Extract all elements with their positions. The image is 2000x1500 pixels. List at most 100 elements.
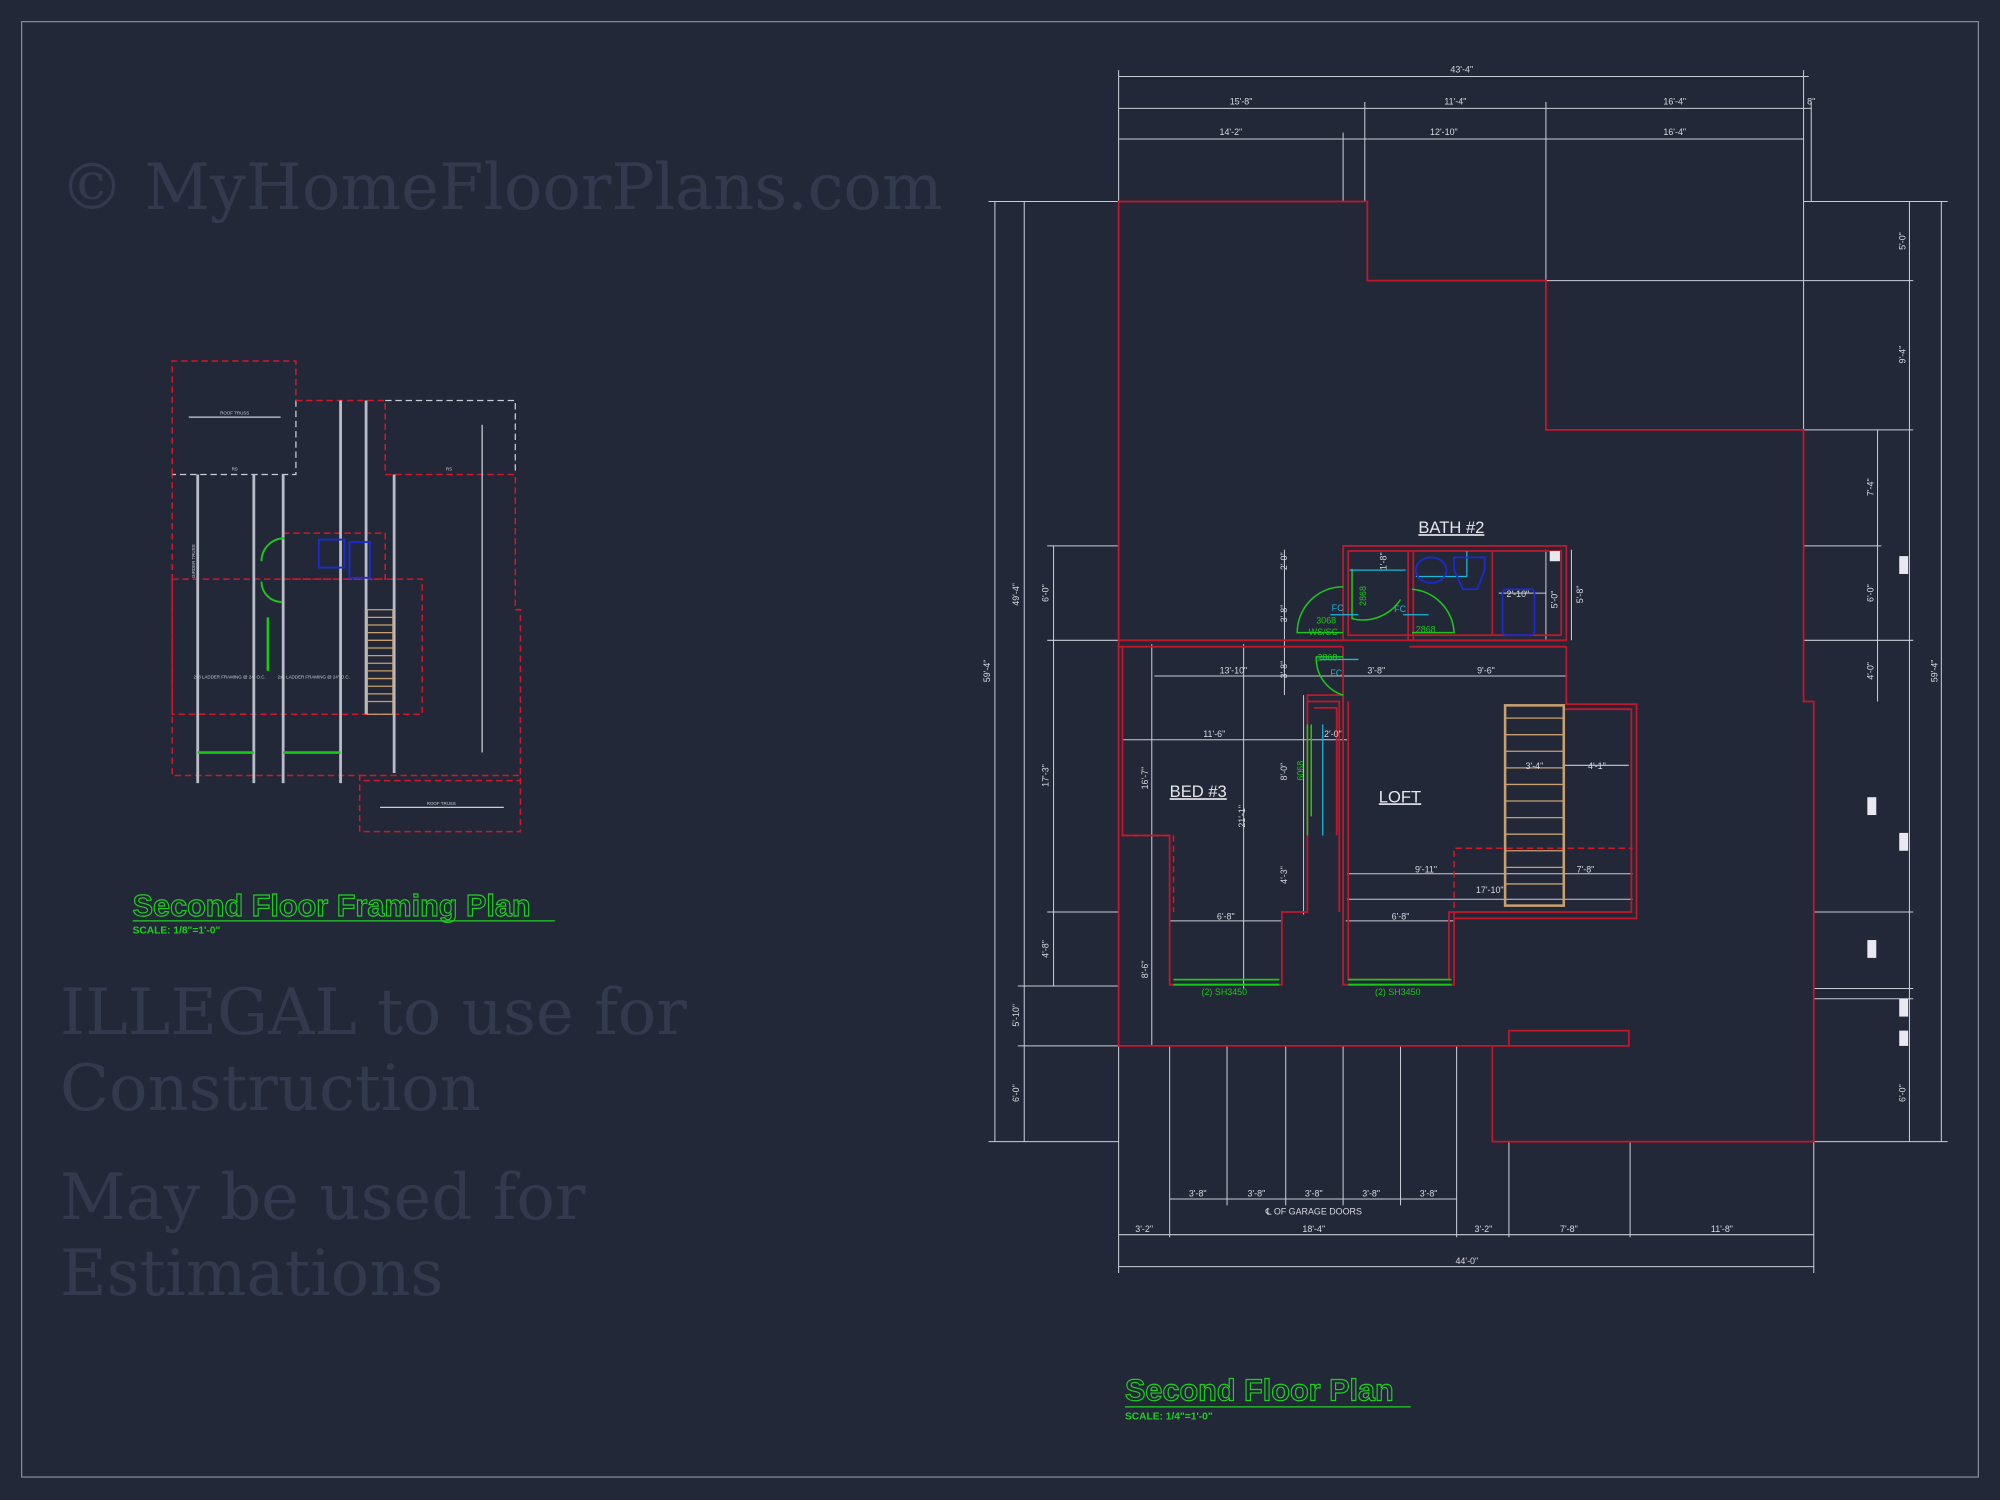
dim-label: 7'-8" (1577, 864, 1595, 874)
dim-label: 49'-4" (1011, 583, 1021, 606)
dim-label: 6'-8" (1217, 912, 1235, 922)
dim-label: 7'-4" (1866, 478, 1876, 496)
dim-label: 5'-10" (1011, 1004, 1021, 1027)
framing-plan-title: Second Floor Framing Plan (133, 889, 531, 923)
dim-label: 14'-2" (1220, 127, 1243, 137)
dim-label: 3'-8" (1189, 1188, 1207, 1198)
dim-label: 3'-8" (1279, 605, 1289, 623)
fc-label: FC (1394, 604, 1406, 614)
dim-label: 3'-8" (1367, 665, 1385, 675)
room-label-bath: BATH #2 (1418, 518, 1484, 537)
dim-label: 11'-6" (1203, 729, 1225, 739)
dim-label: 2'-0" (1279, 552, 1289, 570)
dim-label: 16'-4" (1663, 97, 1686, 107)
dim-label: 1'-8" (1378, 552, 1388, 570)
dim-label: 18'-4" (1302, 1224, 1325, 1234)
framing-roof-truss-label: ROOF TRUSS (220, 411, 249, 416)
dim-label: 6'-0" (1898, 1084, 1908, 1102)
framing-roof-truss-label-2: ROOF TRUSS (427, 801, 456, 806)
garage-doors-note: ℄ OF GARAGE DOORS (1265, 1206, 1362, 1216)
sheet-border (21, 21, 1979, 1478)
framing-ladder-label-2: 2x8 LADDER FRAMING @ 24" O.C. (278, 675, 350, 680)
door-tag: 6068 (1296, 761, 1306, 781)
dims-left: 59'-4" 49'-4" 6'-0" 17'-3" 4'-8" 5'-10" … (982, 583, 1051, 1102)
dim-label: 5'-0" (1549, 591, 1559, 609)
dim-label: 3'-8" (1279, 661, 1289, 679)
door-tag: 2868 (1358, 586, 1368, 606)
dim-label: 17'-10" (1476, 885, 1504, 895)
framing-rs-label-2: RS (446, 467, 452, 472)
dim-label: 12'-10" (1430, 127, 1458, 137)
fc-label: FC (1330, 668, 1342, 678)
dim-label: 43'-4" (1450, 65, 1473, 75)
dimension-lines (988, 70, 1948, 1273)
dim-label: 9'-6" (1477, 665, 1495, 675)
window-tag: (2) SH3450 (1202, 987, 1248, 997)
dim-label: 6'-8" (1392, 912, 1410, 922)
dim-label: 9'-11" (1415, 864, 1437, 874)
dims-top: 43'-4" 15'-8" 11'-4" 16'-4" 8" 14'-2" 12… (1220, 65, 1816, 138)
framing-rs-label: RS (232, 467, 238, 472)
dim-label: 11'-8" (1711, 1224, 1733, 1234)
dim-label: 7'-8" (1560, 1224, 1578, 1234)
window-tag: (2) SH3450 (1375, 987, 1421, 997)
stair (1503, 704, 1566, 907)
dim-label: 6'-0" (1011, 1084, 1021, 1102)
dim-label: 8'-0" (1279, 763, 1289, 781)
dim-label: 9'-4" (1898, 346, 1908, 364)
dims-interior: 2'-0" 3'-8" 3'-8" 1'-8" 2'-10" 5'-0" 5'-… (1140, 552, 1606, 978)
floor-plan-scale: SCALE: 1/4"=1'-0" (1125, 1412, 1213, 1423)
dim-label: 6'-0" (1866, 584, 1876, 602)
dim-label: 16'-7" (1140, 767, 1150, 790)
door-tag: 3068 (1316, 616, 1336, 626)
interior-walls (1118, 545, 1638, 986)
dim-label: 5'-0" (1898, 232, 1908, 250)
fc-label: FC (1332, 603, 1344, 613)
dim-label: 8'-6" (1140, 961, 1150, 979)
framing-stair (366, 609, 394, 715)
dim-label: 11'-4" (1444, 97, 1466, 107)
room-label-loft: LOFT (1379, 787, 1421, 806)
doors (1173, 568, 1455, 986)
floor-plan-title: Second Floor Plan (1125, 1374, 1394, 1408)
dim-label: 21'-1" (1237, 805, 1247, 828)
dim-label: 17'-3" (1040, 764, 1050, 787)
dim-label: 3'-4" (1526, 761, 1544, 771)
dim-label: 4'-0" (1866, 662, 1876, 680)
dim-label: 4'-1" (1588, 761, 1606, 771)
dim-label: 2'-10" (1507, 589, 1530, 599)
roof-overhang-lines (1122, 834, 1633, 919)
dim-label: 3'-2" (1135, 1224, 1153, 1234)
dim-label: 3'-8" (1362, 1188, 1380, 1198)
dim-label: 13'-10" (1220, 665, 1248, 675)
framing-plan-scale: SCALE: 1/8"=1'-0" (133, 926, 221, 937)
door-tag: 2868 (1416, 625, 1436, 635)
dim-label: 8" (1807, 97, 1815, 107)
bath-vent-icon (1549, 551, 1560, 562)
dim-label: 3'-8" (1248, 1188, 1266, 1198)
framing-girder-label: GIRDER TRUSS (191, 544, 196, 578)
dim-label: 59'-4" (1930, 660, 1940, 683)
dim-label: 15'-8" (1230, 97, 1253, 107)
dim-label: 3'-2" (1475, 1224, 1493, 1234)
dim-label: 4'-3" (1279, 866, 1289, 884)
dim-label: 59'-4" (982, 660, 992, 683)
exterior-outline (1117, 200, 1815, 1143)
room-label-bed: BED #3 (1170, 782, 1227, 801)
dims-right: 5'-0" 9'-4" 7'-4" 6'-0" 4'-0" 6'-0" 59'-… (1866, 232, 1940, 1102)
closet-rods (1320, 551, 1468, 836)
dim-label: 3'-8" (1305, 1188, 1323, 1198)
framing-plan: ROOF TRUSS ROOF TRUSS RS RS 2x8 LADDER F… (132, 360, 555, 937)
dim-label: 4'-8" (1040, 940, 1050, 958)
door-tag: 2868 (1318, 653, 1338, 663)
dim-label: 5'-8" (1575, 586, 1585, 604)
framing-ladder-label: 2x8 LADDER FRAMING @ 24" O.C. (193, 675, 265, 680)
dim-label: 3'-8" (1420, 1188, 1438, 1198)
dims-bottom: 3'-8" 3'-8" 3'-8" 3'-8" 3'-8" 3'-2" 18'-… (1135, 1188, 1733, 1266)
dim-label: 6'-0" (1040, 584, 1050, 602)
dim-label: 44'-0" (1455, 1256, 1478, 1266)
floor-plan: 43'-4" 15'-8" 11'-4" 16'-4" 8" 14'-2" 12… (982, 65, 1948, 1423)
bath-fixtures (1414, 556, 1536, 637)
door-tag: WS/SC (1309, 627, 1339, 637)
